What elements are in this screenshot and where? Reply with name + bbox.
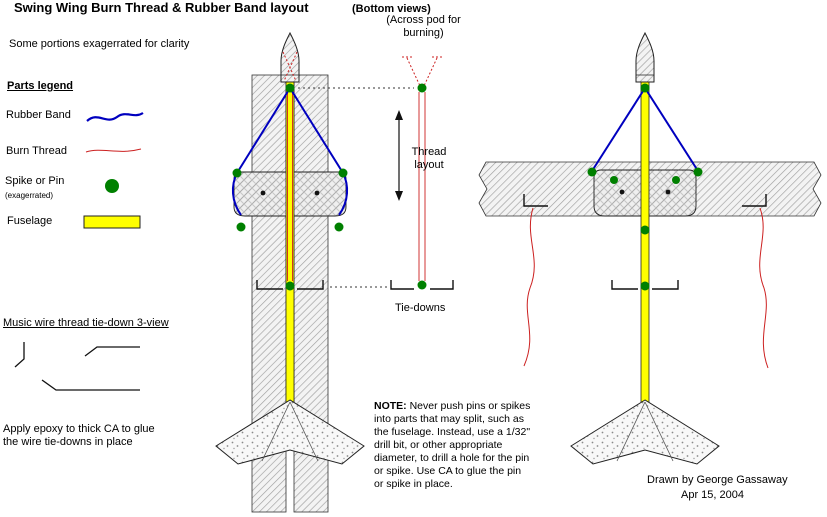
note-line: the fuselage. Instead, use a 1/32" <box>374 426 531 438</box>
wire-view-top <box>84 346 140 357</box>
legend-label-rubber-band: Rubber Band <box>6 109 71 121</box>
nose-cone <box>635 31 655 83</box>
burn-thread-across-pod <box>423 57 438 87</box>
legend-sublabel-exaggerated: (exagerrated) <box>5 191 54 200</box>
burn-thread-swatch <box>85 148 142 153</box>
tie-down-bracket <box>430 280 454 290</box>
note-heading: NOTE: <box>374 400 407 412</box>
spike-pin-dot <box>640 83 650 93</box>
tie-down-bracket <box>390 280 414 290</box>
note-line: or spike in place. <box>374 478 453 490</box>
page-title: Swing Wing Burn Thread & Rubber Band lay… <box>14 0 309 15</box>
wing-pivot-dot <box>619 189 625 195</box>
tie-down-bracket <box>297 280 324 290</box>
note-line: Never push pins or spikes <box>409 400 531 412</box>
spike-pin-dot <box>640 281 650 291</box>
epoxy-note-line1: Apply epoxy to thick CA to glue <box>3 423 155 435</box>
spike-pin-dot <box>417 280 427 290</box>
tie-down-bracket <box>652 280 679 290</box>
epoxy-note: Apply epoxy to thick CA to glue the wire… <box>3 423 155 449</box>
legend-heading: Parts legend <box>7 80 74 92</box>
wing-pivot-dot <box>260 190 266 196</box>
legend-label-spike-pin: Spike or Pin <box>5 175 65 187</box>
right-glider <box>478 31 822 465</box>
tie-down-bracket <box>256 280 283 290</box>
spike-pin-dot <box>338 168 348 178</box>
credit-date: Apr 15, 2004 <box>681 489 744 501</box>
nose-cone <box>280 31 300 83</box>
burned-thread-loose <box>523 207 535 367</box>
burn-thread-cross <box>283 51 298 82</box>
arrow-head-down <box>395 191 403 201</box>
tie-down-bracket <box>611 280 638 290</box>
wing-pivot-dot <box>665 189 671 195</box>
wire-view-side <box>14 342 25 368</box>
clarity-note: Some portions exagerrated for clarity <box>9 38 190 50</box>
epoxy-note-line2: the wire tie-downs in place <box>3 436 133 448</box>
fin-crease-line <box>289 401 319 462</box>
wire-view-front <box>41 379 140 391</box>
wing-pivot-dot <box>314 190 320 196</box>
spike-pin-dot <box>417 83 427 93</box>
rubber-band-line <box>289 87 344 174</box>
spike-pin-dot <box>232 168 242 178</box>
note-text: NOTE: Never push pins or spikes into par… <box>374 400 534 491</box>
rubber-band-line <box>591 87 646 172</box>
right-wing-panel <box>644 169 697 217</box>
wire-tie-down-mark <box>742 194 767 207</box>
spike-pin-dot <box>587 167 597 177</box>
spike-pin-dot <box>334 222 344 232</box>
burn-thread-across-pod <box>406 57 421 87</box>
burn-thread-cross <box>282 51 297 82</box>
note-line: or spike. Use CA to glue the pin <box>374 465 522 477</box>
credit-author: Drawn by George Gassaway <box>647 474 788 486</box>
fin-crease-line <box>616 401 646 462</box>
page-title-suffix: (Bottom views) <box>352 3 431 15</box>
spike-pin-dot <box>693 167 703 177</box>
fuselage-stripe <box>640 81 650 403</box>
rubber-band-swatch <box>86 112 144 122</box>
left-glider <box>215 31 365 513</box>
spike-pin-dot <box>610 176 618 184</box>
arrow-head-up <box>395 110 403 120</box>
spike-pin-dot <box>236 222 246 232</box>
rubber-band-line <box>236 87 291 174</box>
thread-layout-label: Thread layout <box>411 146 447 171</box>
music-wire-3view <box>14 342 140 391</box>
note-line: diameter, to drill a hole for the pin <box>374 452 530 464</box>
legend-label-burn-thread: Burn Thread <box>6 145 67 157</box>
fuselage-swatch <box>83 215 141 229</box>
spike-pin-dot <box>285 83 295 93</box>
note-line: drill bit, or other appropriate <box>374 439 503 451</box>
across-pod-label: (Across pod for burning) <box>386 14 461 39</box>
spike-pin-swatch <box>105 179 119 193</box>
left-wing-panel <box>593 169 646 217</box>
note-line: into parts that may split, such as <box>374 413 524 425</box>
fin-crease-line <box>644 401 674 462</box>
tail-fin <box>570 399 720 465</box>
tie-downs-label: Tie-downs <box>395 302 446 314</box>
legend-label-fuselage: Fuselage <box>7 215 53 227</box>
spike-pin-dot <box>640 225 650 235</box>
fin-crease-line <box>261 401 291 462</box>
tail-fin <box>215 399 365 465</box>
spike-pin-dot <box>285 281 295 291</box>
thread-layout-diagram <box>298 56 454 290</box>
spike-pin-dot <box>672 176 680 184</box>
burned-thread-loose <box>759 207 769 369</box>
rubber-band-line <box>644 87 699 172</box>
music-wire-heading: Music wire thread tie-down 3-view <box>3 317 169 329</box>
wire-tie-down-mark <box>523 194 548 207</box>
legend-swatches <box>83 112 144 229</box>
